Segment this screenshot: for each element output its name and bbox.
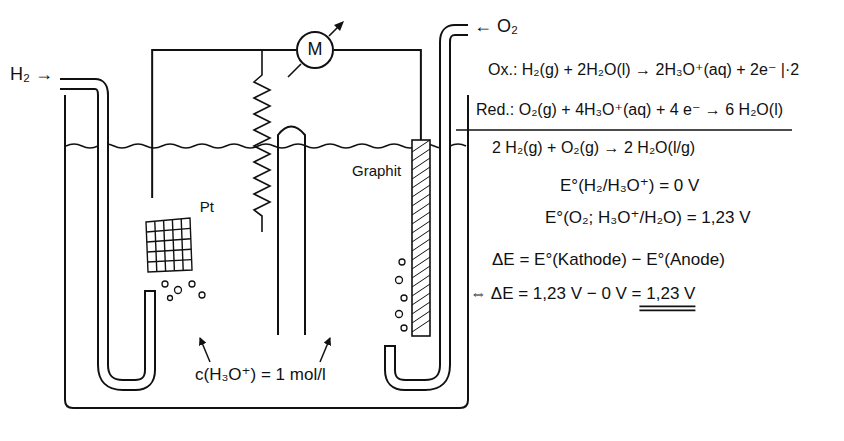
wire [334,50,421,140]
mesh-frame [146,218,192,272]
mesh-wire [148,260,192,262]
platinum-mesh [146,218,192,272]
node-label: Graphit [352,162,401,180]
meter-circle: M [296,31,334,69]
mesh-wire [146,228,190,232]
resistor-symbol [254,50,270,232]
result-underline [639,310,695,312]
half-equation: Ox.: H₂(g) + 2H₂O(l) → 2H₃O⁺(aq) + 2e⁻ |… [488,60,799,79]
mesh-wire [164,220,166,271]
equation-rule [456,129,792,131]
platinum-electrode: Pt [140,198,216,276]
meter-needle [288,64,301,77]
cell-voltage-result: ⇔ ΔE = 1,23 V − 0 V = 1,23 V [470,284,695,304]
separator-membrane [278,127,305,336]
result-underline [639,306,695,308]
mesh-wire [155,221,157,271]
oxygen-tube-outer [390,30,468,385]
water-surface [66,144,466,148]
meter-ring [297,32,333,68]
meter-needle-head [334,21,344,31]
cell-voltage-formula: ΔE = E°(Kathode) − E°(Anode) [492,250,725,270]
graphite-electrode: Graphit [352,140,436,336]
gas-inlet-label: ← O₂ [474,16,518,38]
leader-arrow [200,338,210,362]
concentration-label: c(H₃O⁺) = 1 mol/l [195,365,326,385]
mesh-wire [172,220,174,271]
standard-potential: E°(H₂/H₃O⁺) = 0 V [560,176,699,196]
leader-arrow [320,338,330,362]
mesh-wire [147,239,191,242]
container [65,95,468,408]
node-label: M [308,39,323,61]
half-equation: Red.: O₂(g) + 4H₃O⁺(aq) + 4 e⁻ → 6 H₂O(l… [476,100,783,119]
node-label: Pt [200,198,214,216]
overall-equation: 2 H₂(g) + O₂(g) → 2 H₂O(l/g) [492,138,695,157]
wire [152,50,296,198]
standard-potential: E°(O₂; H₃O⁺/H₂O) = 1,23 V [545,208,750,228]
graphite-rod [412,140,430,336]
gas-bubbles [162,259,407,331]
gas-inlet-label: H₂ → [10,64,53,86]
mesh-wire [147,249,191,252]
oxygen-tube-inner [390,30,470,385]
hydrogen-tube-inner [58,84,150,385]
rod-hatching [412,320,430,332]
mesh-wire [181,219,183,271]
